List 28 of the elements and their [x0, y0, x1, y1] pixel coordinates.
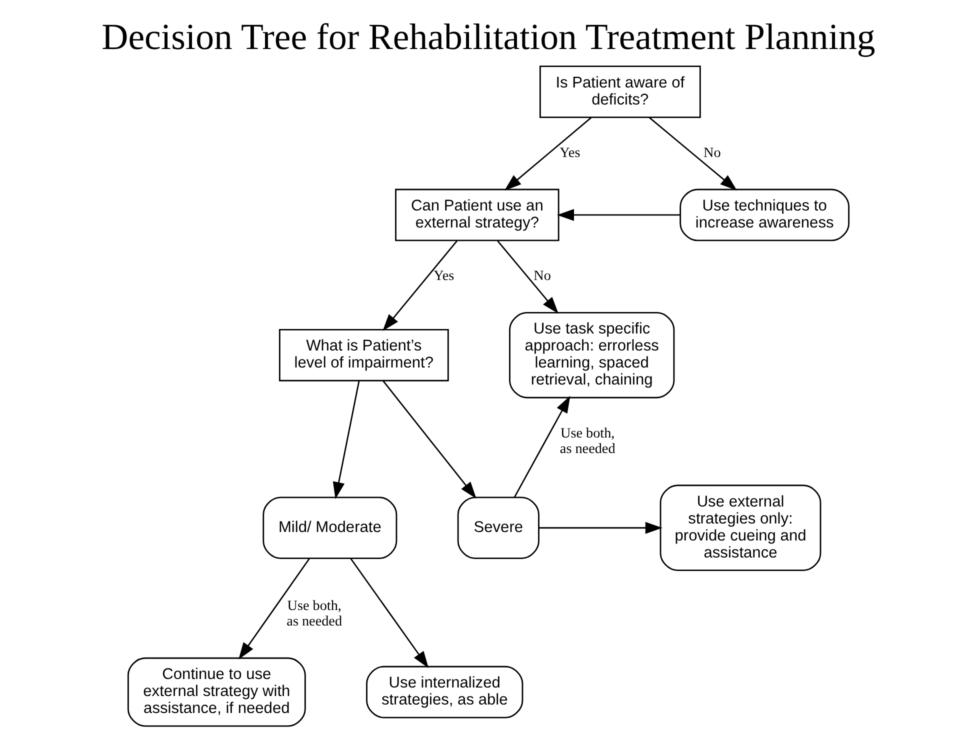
node-box: What is Patient’s level of impairment? [278, 328, 448, 382]
diagram-title: Decision Tree for Rehabilitation Treatment Planning [101, 16, 875, 58]
node-box: Is Patient aware of deficits? [538, 66, 700, 118]
arrow [382, 380, 476, 499]
node-box: Use task specific approach: errorless learning, spaced retrieval, chaining [508, 312, 674, 398]
edge-label: Use both, as needed [559, 425, 615, 457]
edge-label: No [703, 144, 720, 161]
node-box: Use techniques to increase awareness [679, 188, 850, 242]
node-box: Use external strategies only: provide cueing and assistance [659, 484, 821, 572]
edge-label: Use both, as needed [286, 598, 342, 630]
node-box: Severe [456, 496, 539, 559]
arrow [556, 209, 680, 221]
arrow [350, 558, 428, 668]
edge-label: No [533, 268, 550, 284]
arrow [496, 240, 558, 314]
edge-label: Yes [559, 144, 580, 161]
arrow [648, 117, 737, 191]
node-box: Can Patient use an external strategy? [394, 188, 559, 242]
arrow [382, 240, 457, 332]
arrow [504, 117, 592, 191]
arrow [238, 558, 310, 660]
arrow [538, 522, 662, 534]
arrow [513, 396, 570, 498]
node-box: Use internalized strategies, as able [366, 666, 523, 718]
edge-label: Yes [433, 268, 454, 284]
node-box: Continue to use external strategy with assistance, if needed [126, 657, 306, 727]
arrow [332, 380, 360, 500]
node-box: Mild/ Moderate [262, 496, 397, 559]
